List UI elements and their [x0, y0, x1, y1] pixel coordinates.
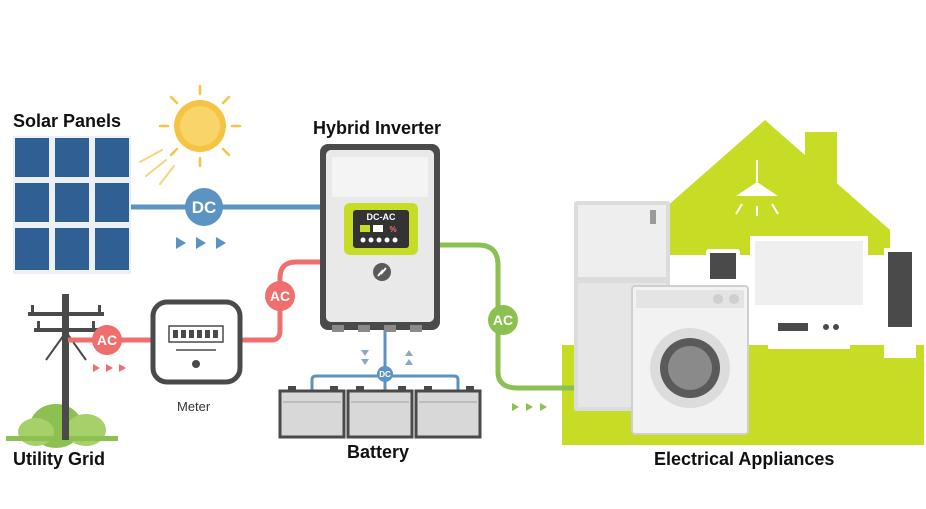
ac-load-badge-text: AC	[493, 312, 513, 328]
meter-icon	[150, 299, 243, 385]
flow-arrows-grid	[93, 364, 126, 372]
utility-pole-icon	[6, 294, 118, 448]
utility-grid-label: Utility Grid	[13, 449, 106, 469]
dc-solar-badge-text: DC	[192, 198, 217, 217]
inverter-icon	[320, 144, 440, 332]
dc-battery-badge-text: DC	[379, 370, 391, 379]
tv-icon	[750, 236, 868, 349]
ac-grid-badge: AC	[92, 325, 122, 355]
ac-grid-badge-text: AC	[97, 332, 117, 348]
ac-inverter-badge: AC	[265, 281, 295, 311]
dc-battery-badge: DC	[377, 366, 393, 382]
battery-label: Battery	[347, 442, 410, 462]
ac-inverter-badge-text: AC	[270, 288, 290, 304]
flow-arrows-battery	[361, 350, 413, 365]
inverter-display-mode: DC-AC	[367, 212, 396, 222]
inverter-display-percent: %	[389, 225, 396, 234]
electrical-appliances-label: Electrical Appliances	[654, 449, 835, 469]
battery-icon	[278, 386, 482, 439]
washing-machine-icon	[631, 285, 749, 435]
ac-load-badge: AC	[488, 305, 518, 335]
sun-icon	[139, 84, 242, 185]
meter-label: Meter	[177, 399, 211, 414]
flow-arrows-load	[512, 403, 547, 411]
dc-solar-badge: DC	[185, 188, 223, 226]
solar-panel-icon	[13, 136, 131, 274]
flow-arrows-dc	[176, 237, 226, 249]
hybrid-inverter-label: Hybrid Inverter	[313, 118, 442, 138]
solar-panels-label: Solar Panels	[13, 111, 122, 131]
lamp-icon	[735, 160, 779, 216]
